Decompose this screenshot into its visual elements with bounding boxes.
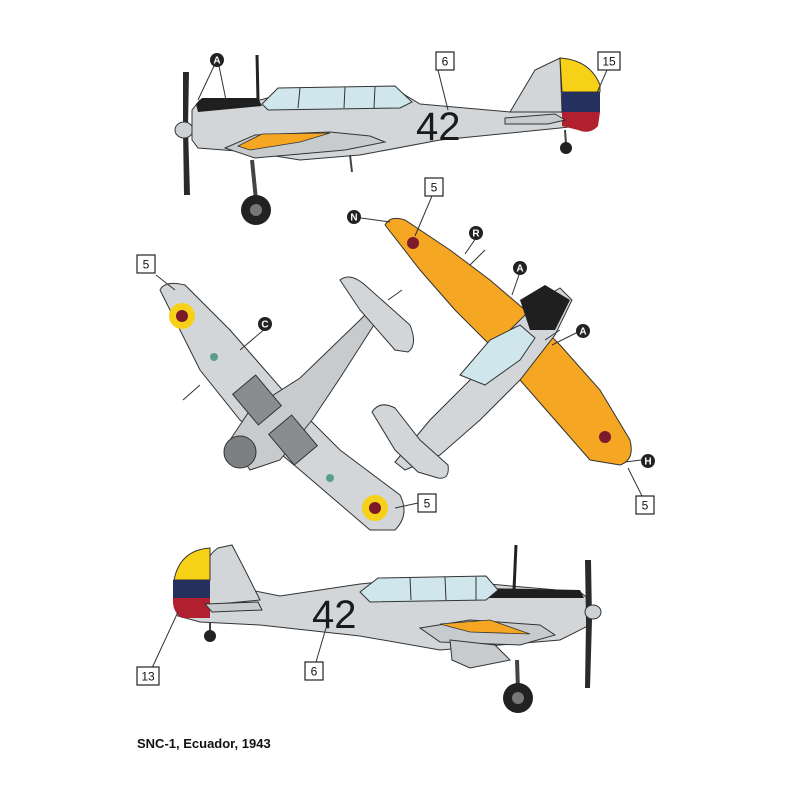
svg-text:C: C [261,320,268,331]
callout-circle-r: R [469,226,483,240]
wing-yellow-underside [236,132,331,151]
upper-tail [371,404,449,479]
underside-view [155,274,419,531]
tail-wheel [204,630,216,642]
svg-text:N: N [350,213,357,224]
callout-box-5-left: 5 [136,254,156,274]
callout-circle-a-mid1: A [513,261,527,275]
fin [509,57,563,113]
callout-box-13: 13 [136,666,160,686]
fuselage-number-top: 42 [416,105,461,149]
rudder-flag-red [562,112,600,132]
anti-glare-panel [520,285,570,330]
svg-text:H: H [644,457,651,468]
svg-text:A: A [213,56,220,67]
callout-circle-a-mid2: A [576,324,590,338]
fuselage-number-bottom: 42 [312,593,357,637]
fin [205,544,261,606]
tail-wheel [560,142,572,154]
callout-circle-n: N [347,210,361,224]
antenna-mast [255,54,260,101]
caption: SNC-1, Ecuador, 1943 [137,736,271,751]
wing-yellow-underside [439,619,531,635]
canopy [459,324,536,386]
svg-text:R: R [472,229,480,240]
callout-box-5-right: 5 [635,495,655,515]
spinner [174,121,194,139]
svg-text:A: A [516,264,523,275]
svg-text:5: 5 [642,499,649,513]
anti-glare-panel [196,98,262,112]
callout-box-6-bottom: 6 [304,661,324,681]
callout-box-15: 15 [597,51,621,71]
roundel-red [407,237,419,249]
canopy [261,85,413,111]
horizontal-tail [203,601,263,613]
top-view [360,195,643,497]
callout-box-6-top: 6 [435,51,455,71]
svg-text:6: 6 [311,665,318,679]
side-view-left-facing: 42 [174,54,608,225]
engine-cowling [223,435,257,469]
svg-text:6: 6 [442,55,449,69]
horizontal-tail [504,113,567,125]
callout-circle-a-top: A [210,53,224,67]
svg-text:15: 15 [602,55,616,69]
side-view-right-facing: 42 [151,544,602,713]
callout-box-5-top: 5 [424,177,444,197]
rudder-flag-blue [173,580,210,598]
anti-glare-panel [480,588,584,598]
callout-circle-c: C [258,317,272,331]
rudder-flag-yellow [173,547,211,581]
rudder-flag-blue [562,92,600,112]
callout-box-5-bottom-mid: 5 [417,493,437,513]
svg-text:5: 5 [424,497,431,511]
svg-text:13: 13 [141,670,155,684]
roundel-red [176,310,188,322]
rudder-flag-red [172,598,210,618]
svg-text:5: 5 [431,181,438,195]
svg-text:5: 5 [143,258,150,272]
callout-circle-h: H [641,454,655,468]
underside-tail [339,276,414,353]
antenna-mast [512,544,518,591]
canopy [359,575,499,603]
spinner [584,604,602,620]
svg-text:A: A [579,327,586,338]
roundel-red [369,502,381,514]
rudder-flag-yellow [559,57,601,93]
roundel-red [599,431,611,443]
propeller [585,560,592,688]
